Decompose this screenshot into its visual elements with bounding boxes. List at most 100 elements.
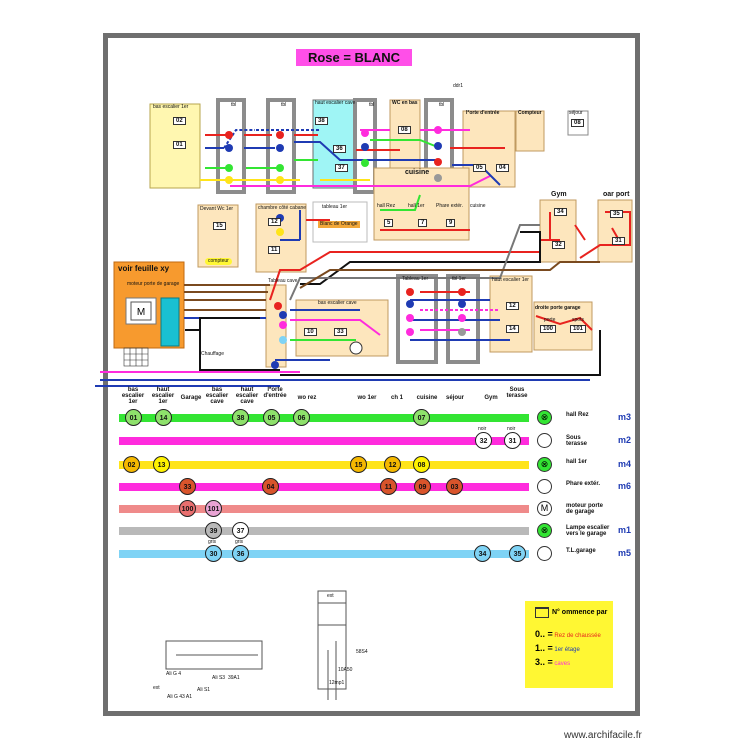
box-label: Gym <box>551 191 567 198</box>
box-number: 9 <box>446 219 456 227</box>
box-label: spots <box>572 317 584 323</box>
bus-line <box>119 550 529 558</box>
device-number: 07 <box>413 409 430 426</box>
box-label: tbl <box>369 102 375 108</box>
legend-prefix: 0.. = <box>535 629 553 639</box>
bottom-label: 39A1 <box>228 675 240 681</box>
device-number: 33 <box>179 478 196 495</box>
box-label: tbl <box>439 102 445 108</box>
device-number: 11 <box>380 478 397 495</box>
column-header: Sous terasse <box>506 387 528 399</box>
legend-switch-icon <box>535 607 549 618</box>
box-number: 5 <box>384 219 394 227</box>
box-label: cuisine <box>470 203 486 209</box>
bottom-label: ext <box>327 593 334 599</box>
device-number: 32 <box>475 432 492 449</box>
box-number: 34 <box>554 208 567 216</box>
bus-line <box>119 437 529 445</box>
box-label: séjour <box>569 110 583 116</box>
legend-row: 1.. = 1er étage <box>535 643 580 653</box>
wire-color-caption: gris <box>235 539 244 545</box>
column-header: wo rez <box>297 395 317 401</box>
column-header: bas escalier cave <box>205 387 229 405</box>
device-number: 09 <box>414 478 431 495</box>
box-number: 38 <box>315 117 328 125</box>
box-label: hall 1er <box>408 203 425 209</box>
circuit-code: m5 <box>618 548 632 558</box>
circuit-code: m3 <box>618 412 632 422</box>
box-label: Blanc de Orange <box>318 221 360 228</box>
box-label: tbl <box>231 102 237 108</box>
box-number: 10 <box>304 328 317 336</box>
lamp-icon: ⊗ <box>537 410 552 425</box>
box-number: 35 <box>610 210 623 218</box>
bus-label: Sous terasse <box>566 435 588 447</box>
column-header: ch 1 <box>390 395 403 401</box>
bottom-label: 12mp1 <box>329 680 345 686</box>
legend-text: 1er étage <box>552 647 580 653</box>
box-number: 01 <box>173 141 186 149</box>
bus-line <box>119 505 529 513</box>
box-label: tbl <box>281 102 287 108</box>
box-label: bas escalier cave <box>318 300 357 306</box>
device-number: 39 <box>205 522 222 539</box>
bottom-label: Ali S3 <box>212 675 226 681</box>
box-label: l*orte d'entrée <box>466 110 500 116</box>
device-number: 02 <box>123 456 140 473</box>
device-number: 34 <box>474 545 491 562</box>
bus-label: Phare extér. <box>566 481 601 487</box>
device-number: 37 <box>232 522 249 539</box>
device-number: 13 <box>153 456 170 473</box>
box-label: compteur <box>205 258 232 265</box>
device-number: 101 <box>205 500 222 517</box>
bus-line <box>119 461 529 469</box>
box-number: 08 <box>398 126 411 134</box>
device-number: 05 <box>263 409 280 426</box>
bus-label: Lampe escalier vers le garage <box>566 525 610 537</box>
column-header: Garage <box>180 395 202 401</box>
ddr-tag: ddr1 <box>453 83 464 89</box>
motor-icon: M <box>537 501 552 516</box>
box-label: hall Rez <box>377 203 396 209</box>
legend-prefix: 1.. = <box>535 643 553 653</box>
bottom-label: ext <box>153 685 160 691</box>
box-label: Phare extér. <box>436 203 463 209</box>
lamp-icon: ⊗ <box>537 523 552 538</box>
box-label: Tableau 1er <box>402 276 429 282</box>
box-number: 05 <box>473 164 486 172</box>
box-label: cuisine <box>405 169 430 176</box>
box-label: tbl 1er <box>452 276 466 282</box>
page-title: Rose = BLANC <box>296 49 412 66</box>
box-number: 33 <box>334 328 347 336</box>
column-header: haut escalier cave <box>235 387 259 405</box>
box-label: voir feuille xy <box>118 264 170 273</box>
bottom-label: Ali G 43 A1 <box>167 694 193 700</box>
box-number: 32 <box>552 241 565 249</box>
bus-line <box>119 414 529 422</box>
column-header: wo 1er <box>357 395 377 401</box>
column-header: séjour <box>445 395 464 401</box>
circuit-code: m2 <box>618 435 632 445</box>
device-number: 30 <box>205 545 222 562</box>
column-header: haut escalier 1er <box>151 387 175 405</box>
box-label: tableau 1er <box>322 204 348 210</box>
box-number: 12 <box>506 302 519 310</box>
box-number: 11 <box>268 246 281 254</box>
column-header: bas escalier 1er <box>121 387 145 405</box>
bottom-label: 58S4 <box>356 649 368 655</box>
box-label: haut escalier cave <box>315 100 356 106</box>
legend-text: Rez de chaussée <box>552 633 601 639</box>
box-label: Chauffage <box>201 351 224 357</box>
legend-row: 0.. = Rez de chaussée <box>535 629 601 639</box>
lamp-icon <box>537 433 552 448</box>
box-label: oar port <box>603 191 630 198</box>
device-number: 38 <box>232 409 249 426</box>
box-number: 36 <box>333 145 346 153</box>
box-label: moteur porte de garage <box>127 281 180 287</box>
lamp-icon: ⊗ <box>537 457 552 472</box>
box-number: 14 <box>506 325 519 333</box>
column-header: l*orte d'entrée <box>263 387 287 399</box>
device-number: 15 <box>350 456 367 473</box>
lamp-icon <box>537 546 552 561</box>
